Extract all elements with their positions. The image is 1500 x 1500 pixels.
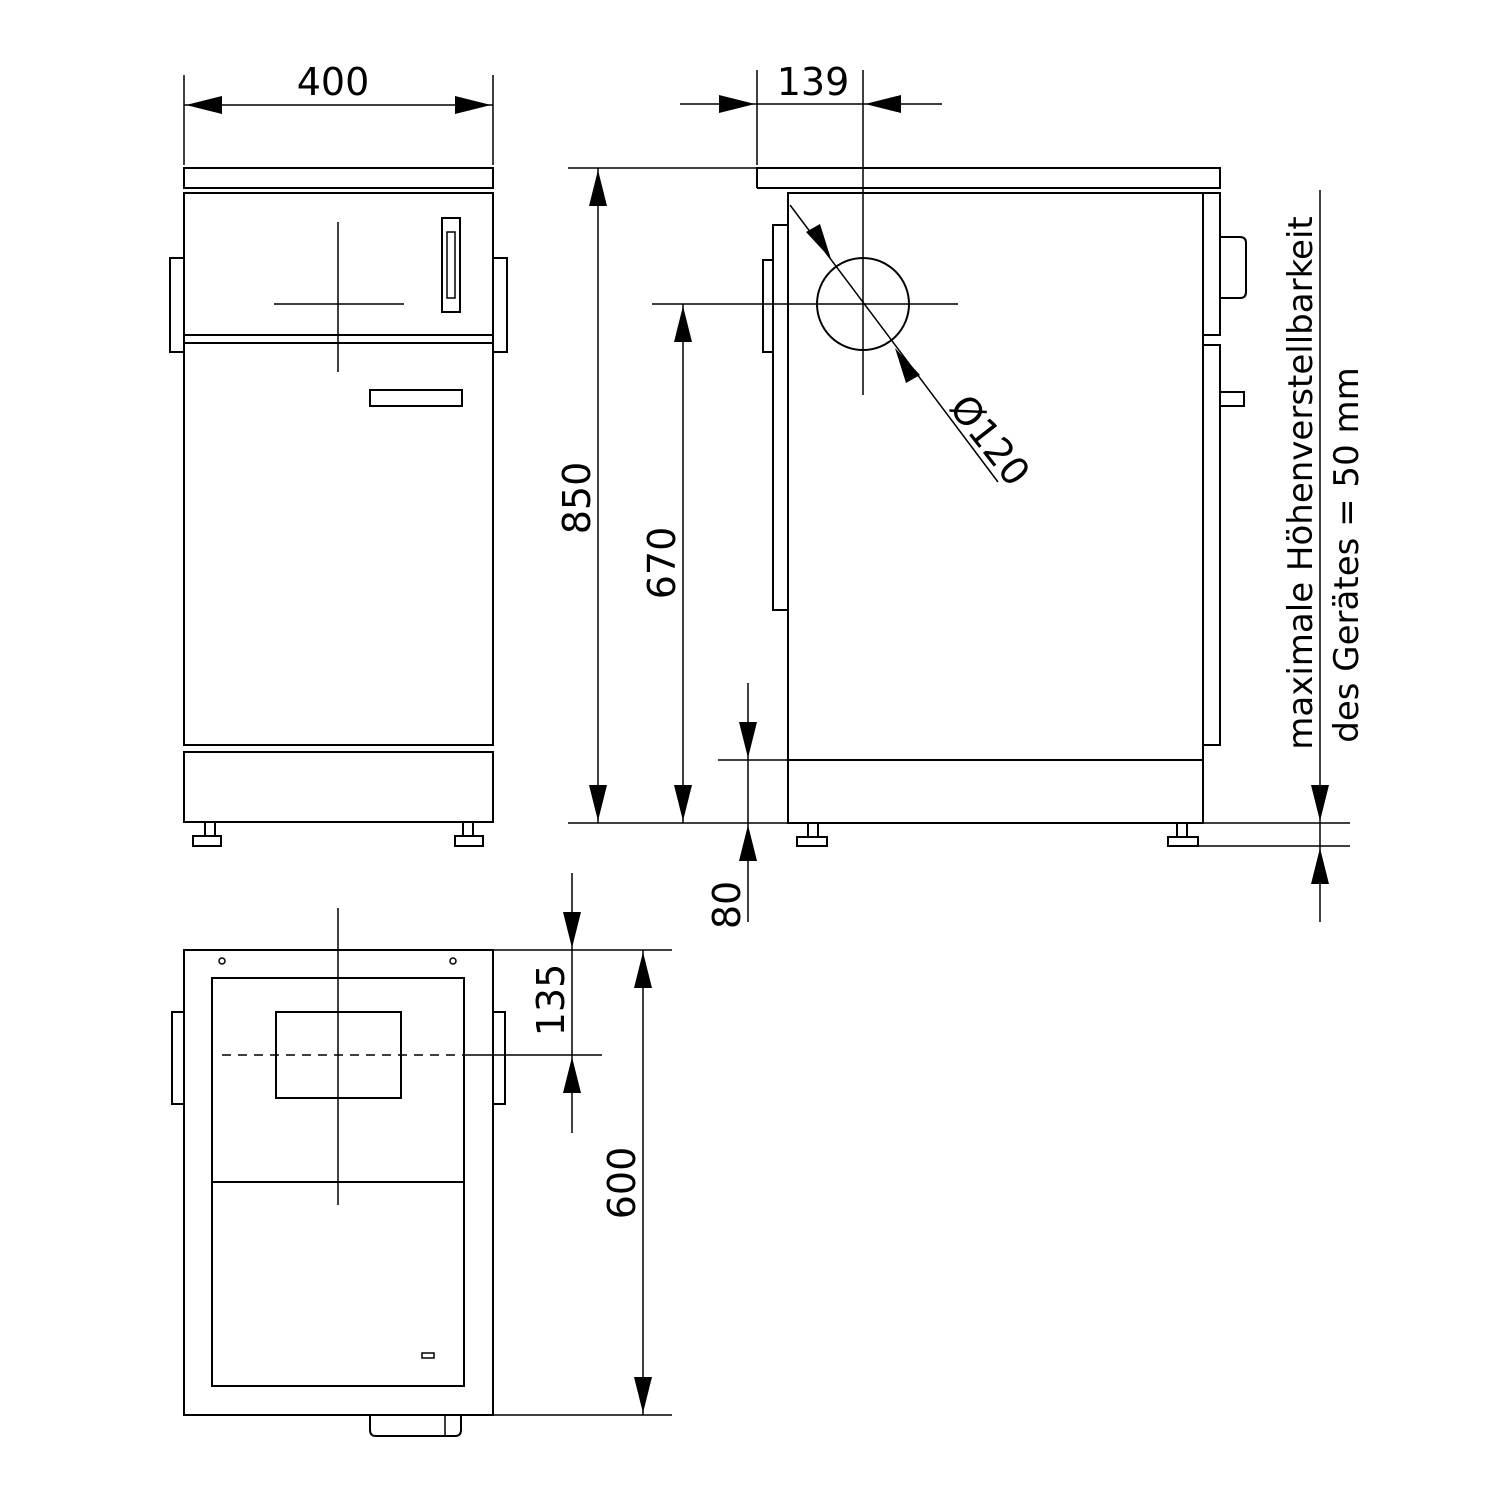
diameter-label: Ø120 — [941, 386, 1039, 494]
depth-label: 600 — [600, 1147, 644, 1220]
height-flue-label: 670 — [640, 527, 684, 600]
note-line1: maximale Höhenverstellbarkeit — [1281, 216, 1321, 749]
offset-label: 139 — [777, 60, 850, 104]
top-view: 135 600 — [171, 873, 672, 1437]
front-view: 400 — [169, 60, 508, 847]
plinth-label: 80 — [705, 881, 749, 929]
note-line2: des Gerätes = 50 mm — [1327, 367, 1367, 742]
height-total-label: 850 — [555, 462, 599, 535]
width-label: 400 — [297, 60, 370, 104]
depth-offset-label: 135 — [529, 964, 573, 1037]
side-view: Ø120 139 850 670 80 — [555, 60, 1367, 929]
